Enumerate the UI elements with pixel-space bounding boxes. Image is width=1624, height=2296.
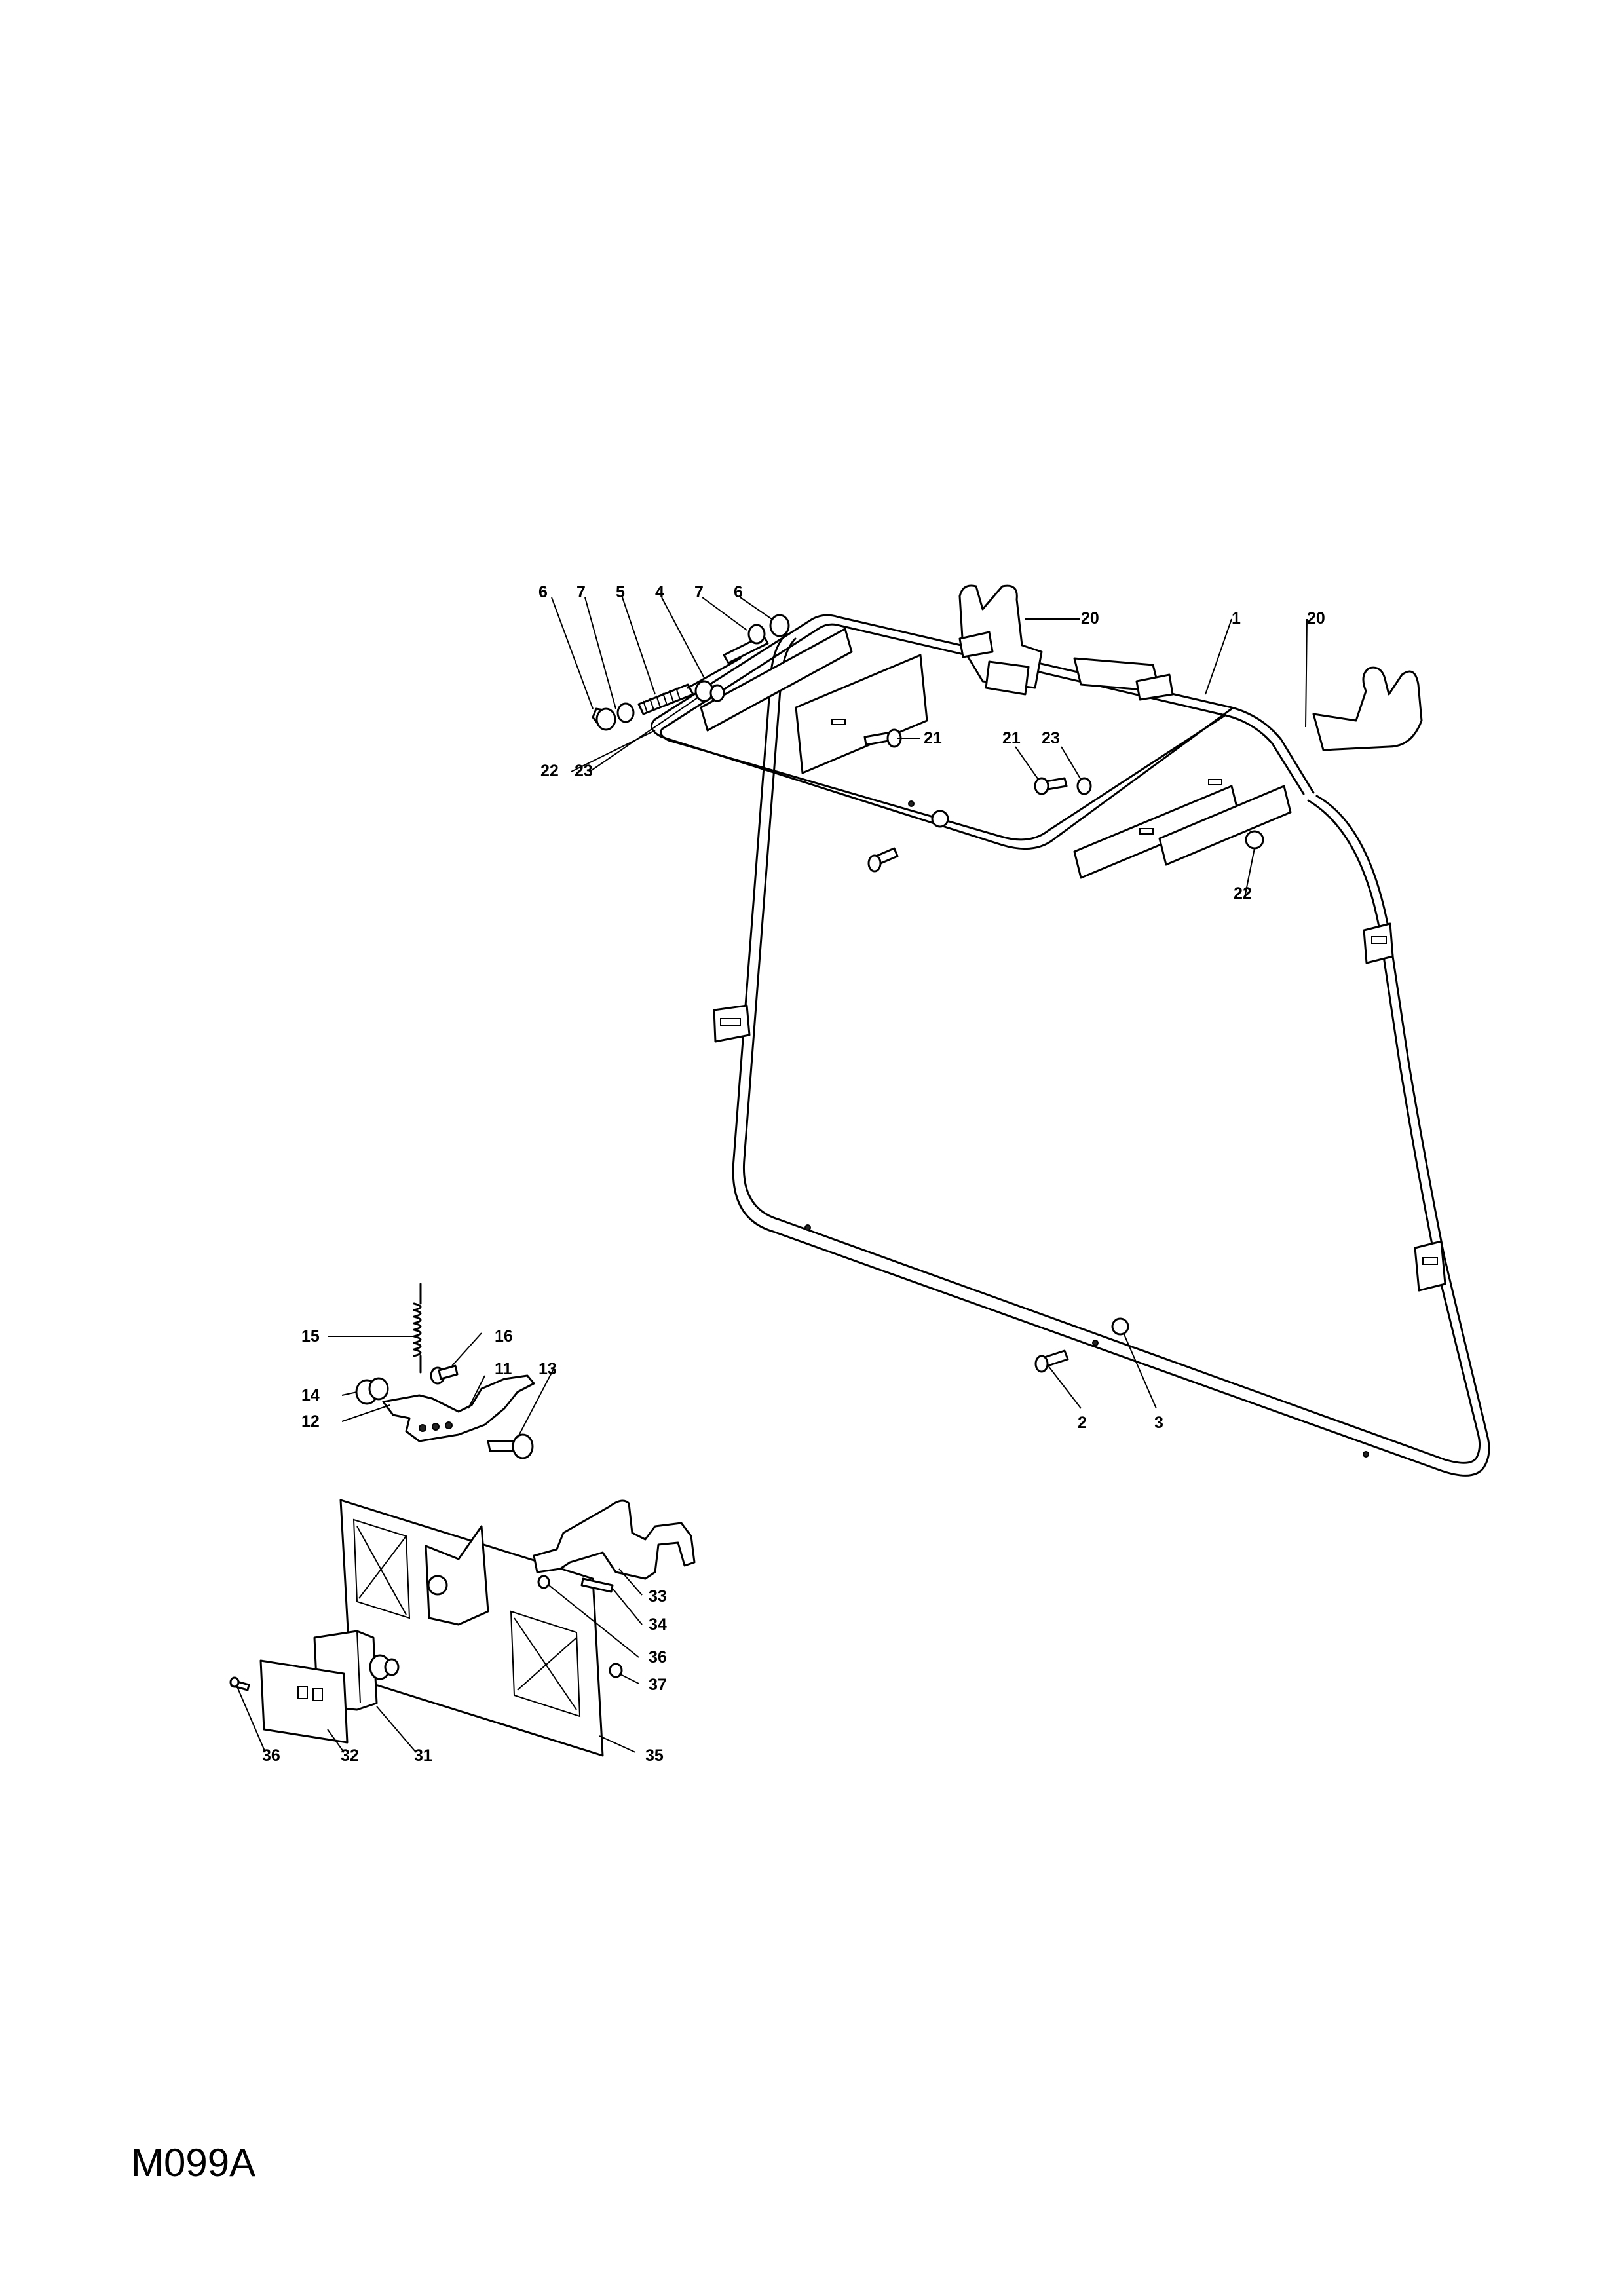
callout-37: 37 [649, 1676, 667, 1694]
callout-21: 21 [1002, 729, 1021, 747]
callout-23: 23 [575, 762, 593, 780]
callout-14: 14 [301, 1386, 320, 1404]
callout-33: 33 [649, 1587, 667, 1606]
callout-6: 6 [538, 583, 548, 601]
callout-1: 1 [1232, 609, 1241, 628]
callout-13: 13 [538, 1360, 557, 1378]
callout-22: 22 [1234, 884, 1252, 903]
callout-32: 32 [341, 1746, 359, 1765]
callout-35: 35 [645, 1746, 664, 1765]
diagram-code: M099A [131, 2141, 255, 2185]
callout-6: 6 [734, 583, 743, 601]
callout-11: 11 [495, 1360, 512, 1378]
callout-2: 2 [1078, 1414, 1087, 1432]
base-plate-assembly [229, 1499, 696, 1757]
callout-22: 22 [540, 762, 559, 780]
grass-bag-frame [650, 584, 1490, 1477]
callout-7: 7 [694, 583, 704, 601]
callout-12: 12 [301, 1412, 320, 1431]
callout-labels: 6 7 5 4 7 6 20 1 20 22 23 21 21 23 22 2 … [262, 583, 1325, 1765]
callout-23: 23 [1042, 729, 1060, 747]
callout-36: 36 [649, 1648, 667, 1666]
lever-assembly [355, 1283, 535, 1459]
callout-16: 16 [495, 1327, 513, 1346]
callout-20: 20 [1307, 609, 1325, 628]
callout-20: 20 [1081, 609, 1099, 628]
callout-15: 15 [301, 1327, 320, 1346]
callout-34: 34 [649, 1615, 667, 1634]
callout-7: 7 [576, 583, 586, 601]
callout-4: 4 [655, 583, 664, 601]
callout-5: 5 [616, 583, 625, 601]
callout-31: 31 [414, 1746, 432, 1765]
leader-lines [236, 597, 1308, 1753]
cable-assembly [592, 614, 790, 731]
callout-21: 21 [924, 729, 942, 747]
callout-36: 36 [262, 1746, 280, 1765]
callout-3: 3 [1154, 1414, 1163, 1432]
